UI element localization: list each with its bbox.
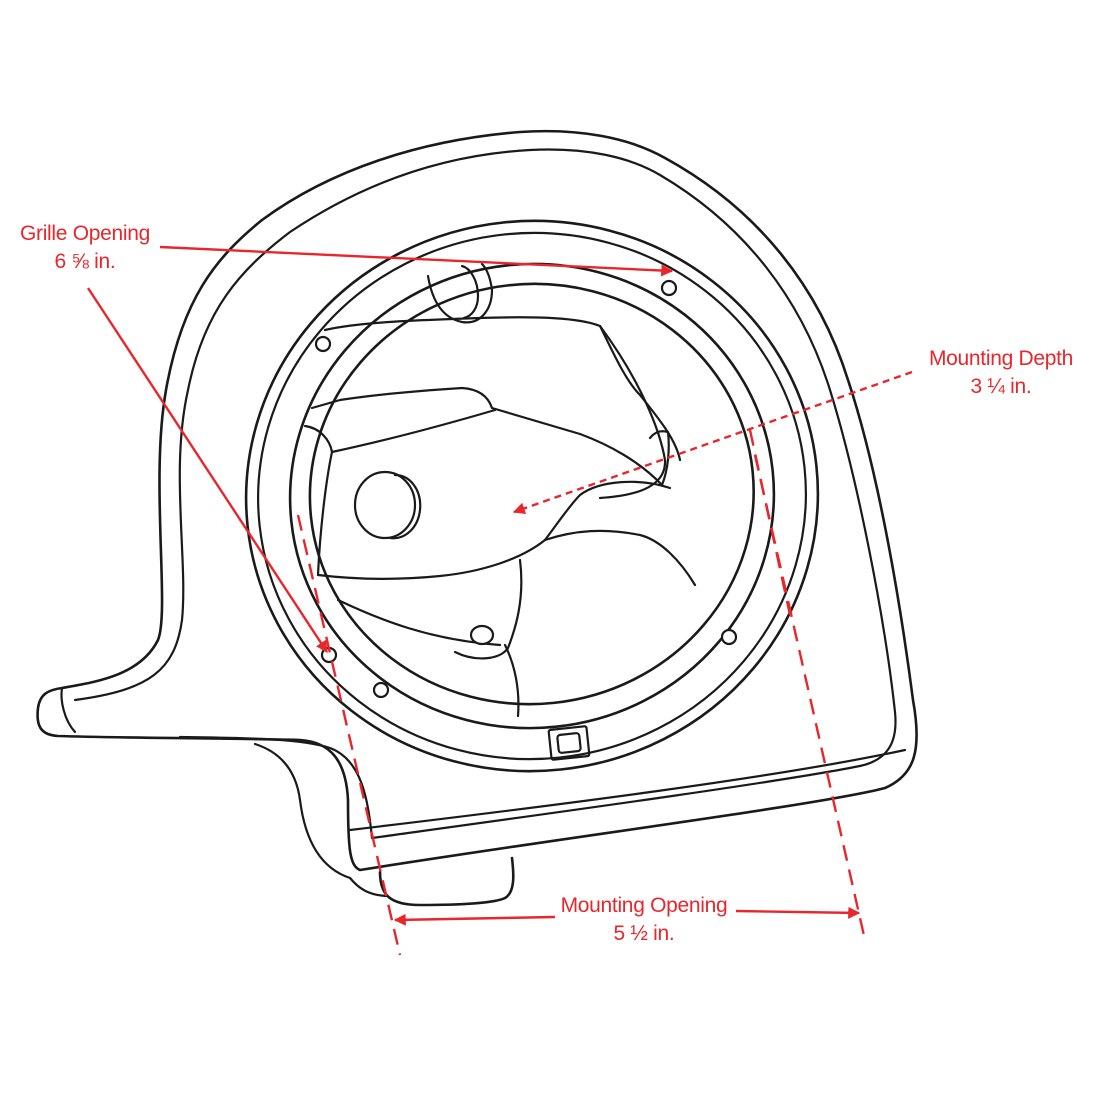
grille-opening-arrow-right <box>159 245 674 277</box>
mounting-opening-title: Mounting Opening <box>560 894 728 917</box>
wedge-bottom-edge <box>316 538 547 580</box>
screw-hole-inner <box>469 624 495 646</box>
mounting-depth-title: Mounting Depth <box>928 347 1074 370</box>
outer-ring <box>244 219 820 773</box>
mounting-opening-value: 5 ½ in. <box>613 922 675 945</box>
wedge-left-face <box>316 450 334 577</box>
top-shelf <box>310 386 582 436</box>
upper-baffle <box>323 316 642 397</box>
bottom-clip <box>547 725 591 761</box>
enclosure-bottom-step <box>348 876 388 898</box>
top-boss-inner <box>460 264 480 320</box>
mounting-depth-value: 3 ¼ in. <box>970 375 1032 398</box>
screw-hole-upper-left <box>314 335 332 353</box>
enclosure-outer-shell <box>36 129 918 872</box>
grille-opening-arrow-down <box>86 287 329 654</box>
dimension-lines <box>86 245 913 956</box>
mounting-right-extension <box>753 454 867 941</box>
mount-bracket-edge <box>253 742 352 880</box>
front-face-bottom-edge <box>348 748 907 832</box>
right-cavity-wall <box>638 393 682 462</box>
screw-hole-bottom-right <box>720 628 738 646</box>
enclosure-inner-rim <box>73 148 897 840</box>
mount-flange-line <box>60 686 77 734</box>
screw-holes <box>314 279 738 699</box>
speaker-ring-assembly <box>244 219 820 773</box>
shelf-right-slope <box>578 430 670 487</box>
bottom-clip-inner <box>556 732 582 754</box>
screw-hole-top-right <box>660 279 678 297</box>
lower-fold-curve <box>453 558 523 660</box>
top-boss-outer <box>426 262 494 324</box>
mounting-opening-arrow-left <box>393 913 556 926</box>
lower-inner-curve <box>543 529 697 587</box>
left-boss-side <box>388 473 422 540</box>
enclosure-bottom-tab <box>378 856 515 907</box>
middle-ring <box>288 262 776 730</box>
mounting-opening-arrow-right <box>735 906 861 919</box>
inner-opening <box>308 282 755 706</box>
mounting-depth-label: Mounting Depth 3 ¼ in. <box>918 345 1084 401</box>
upper-baffle-curve <box>598 324 667 500</box>
grille-opening-label: Grille Opening 6 ⅝ in. <box>10 220 160 276</box>
lower-chamber-edge <box>503 643 520 718</box>
mounting-left-extension <box>296 514 402 956</box>
lower-fold <box>543 480 672 542</box>
screw-hole-bottom-left <box>372 681 390 699</box>
mounting-depth-arrow <box>512 370 913 515</box>
shelf-front-edge <box>303 408 497 454</box>
enclosure-body <box>36 129 918 907</box>
mounting-opening-label: Mounting Opening 5 ½ in. <box>555 892 733 948</box>
left-boss-face <box>353 470 417 540</box>
grille-opening-value: 6 ⅝ in. <box>54 250 116 273</box>
grille-opening-title: Grille Opening <box>19 222 151 245</box>
outer-ring-inner-edge <box>257 231 807 761</box>
bottom-clip-outer <box>547 725 591 761</box>
